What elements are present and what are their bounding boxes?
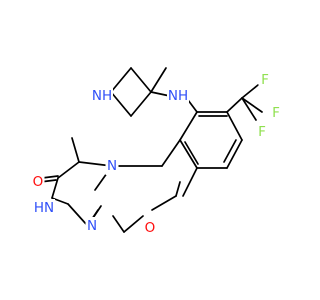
atom-label-background [105,157,119,175]
single-bond [123,215,144,233]
single-bond [130,91,152,117]
atom-label-o-carbonyl: O [33,174,44,190]
single-bond [71,137,80,163]
double-bond-line [41,175,59,179]
single-bond [130,67,152,93]
atom-label-f-bottom: F [258,124,266,140]
atom-label-o-ring: O [145,220,156,236]
single-bond [175,181,181,197]
single-bond [151,195,177,211]
single-bond [57,161,80,179]
atom-label-background [31,173,45,191]
bond-layer [39,67,263,233]
single-bond [51,177,59,199]
double-bond-line [184,141,199,165]
atom-label-n-triazine: N [87,218,97,234]
atom-label-background [258,71,272,89]
double-bond-line [223,139,237,163]
atom-label-background [255,123,269,141]
atom-label-background [167,87,189,105]
atom-label-background [143,219,157,237]
single-bond [67,203,87,225]
single-bond [241,84,259,99]
atom-label-n-ring: N [107,158,117,174]
single-bond [226,97,243,113]
single-bond [110,67,132,93]
single-bond [179,139,198,169]
atom-label-background [91,87,113,105]
single-bond [150,67,167,93]
single-bond [226,111,243,141]
atom-label-background [33,199,55,217]
single-bond [182,167,198,197]
atom-label-f-right: F [272,105,280,121]
single-bond [110,91,132,117]
single-bond [150,91,171,97]
atom-label-background [85,217,99,235]
atom-label-hn-triazine: HN [34,200,54,216]
single-bond [226,139,243,169]
atom-label-background [269,104,283,122]
double-bond-line [92,205,102,219]
single-bond [241,97,263,113]
single-bond [161,139,181,167]
atom-label-f-top: F [261,72,269,88]
atom-label-nh-amine: NH [168,88,188,104]
single-bond [179,111,198,141]
single-bond [241,97,257,121]
single-bond [112,215,125,233]
atom-label-nh-azetidine: NH [92,88,112,104]
